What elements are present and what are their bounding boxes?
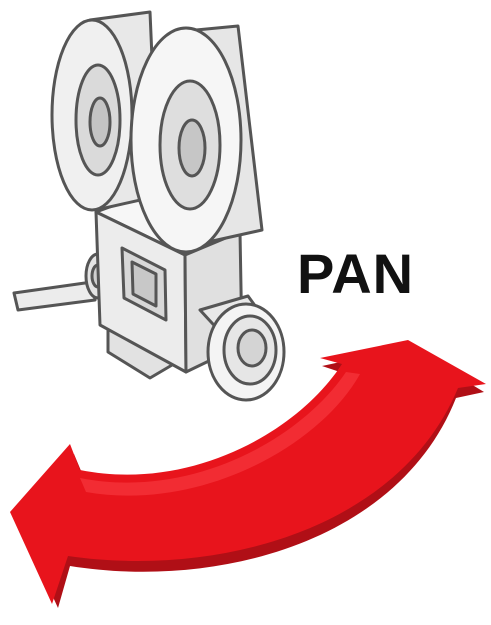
front-film-reel [131,26,262,252]
camera-lens [200,296,284,400]
crank-handle-icon [14,254,110,310]
pan-label: PAN [297,246,414,302]
movie-camera-icon [14,12,284,400]
